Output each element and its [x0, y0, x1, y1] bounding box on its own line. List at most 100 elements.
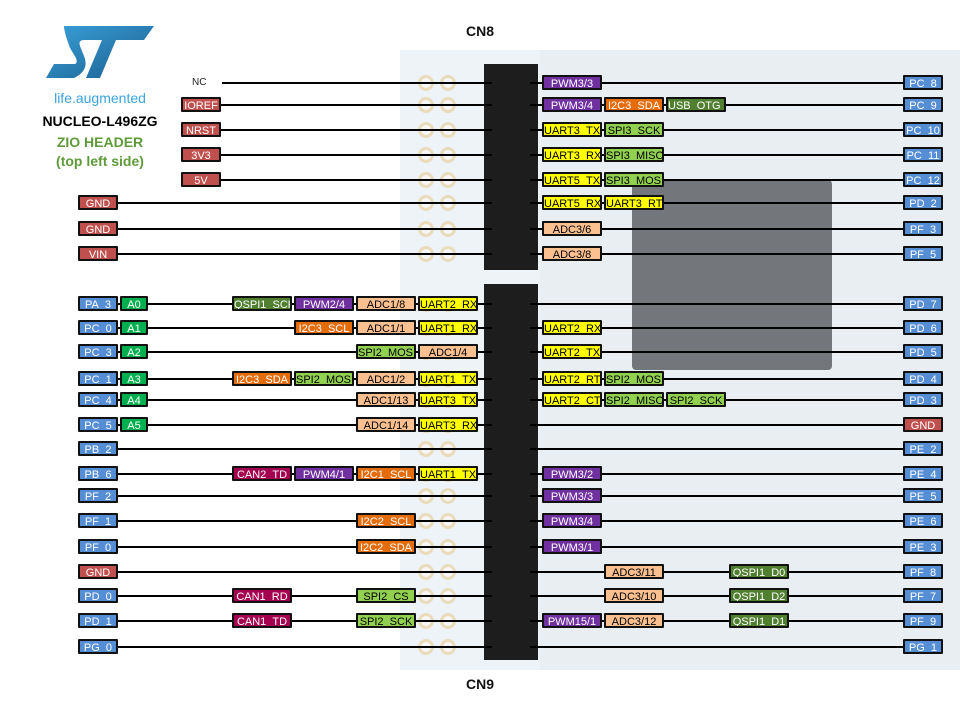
analog-a3: A3	[120, 371, 148, 386]
pin-line	[530, 82, 904, 84]
pin-line	[530, 646, 904, 648]
pin-pd_4: PD_4	[903, 371, 943, 386]
pin-line	[530, 495, 904, 497]
pin-pc_5: PC_5	[78, 417, 118, 432]
pin-label-nc: NC	[192, 77, 207, 88]
header-side: (top left side)	[56, 153, 144, 169]
pin-line	[530, 327, 904, 329]
pin-pd_2: PD_2	[903, 195, 943, 210]
pin-line	[118, 646, 492, 648]
function-pwm: PWM3/4	[542, 513, 602, 528]
pin-line	[530, 473, 904, 475]
function-adc: ADC1/13	[356, 392, 416, 407]
function-uart: UART3_TX	[542, 122, 602, 137]
analog-a2: A2	[120, 344, 148, 359]
function-uart: UART1_RX	[418, 320, 478, 335]
function-i2c: I2C3_SDA	[232, 371, 292, 386]
function-spi: SPI2_MISO	[604, 392, 664, 407]
pin-pc_8: PC_8	[903, 75, 943, 90]
pin-pc_12: PC_12	[903, 172, 943, 187]
pin-line	[118, 620, 492, 622]
pin-line	[118, 448, 492, 450]
pin-pc_0: PC_0	[78, 320, 118, 335]
pin-line	[530, 520, 904, 522]
pin-pf_7: PF_7	[903, 588, 943, 603]
function-pwm: PWM3/1	[542, 539, 602, 554]
pin-pf_2: PF_2	[78, 488, 118, 503]
function-adc: ADC1/8	[356, 296, 416, 311]
function-qspi: QSPI1_D0	[729, 564, 789, 579]
function-uart: UART5_RX	[542, 195, 602, 210]
analog-a0: A0	[120, 296, 148, 311]
st-logo	[46, 26, 154, 78]
function-i2c: I2C2_SCL	[356, 513, 416, 528]
function-pwm: PWM15/1	[542, 613, 602, 628]
function-pwm: PWM3/2	[542, 466, 602, 481]
pin-pb_2: PB_2	[78, 441, 118, 456]
function-qspi: QSPI1_SCK	[232, 296, 292, 311]
function-qspi: QSPI1_D2	[729, 588, 789, 603]
pin-pc_3: PC_3	[78, 344, 118, 359]
header-name: ZIO HEADER	[56, 134, 144, 150]
mcu-chip	[632, 180, 832, 370]
function-adc: ADC1/1	[356, 320, 416, 335]
function-pwm: PWM3/3	[542, 488, 602, 503]
function-usb: USB_OTG_FS_NOE	[666, 97, 726, 112]
pin-pe_6: PE_6	[903, 513, 943, 528]
pin-line	[118, 520, 492, 522]
pin-line	[221, 179, 492, 181]
function-adc: ADC3/6	[542, 221, 602, 236]
function-pwm: PWM3/3	[542, 75, 602, 90]
function-pwm: PWM2/4	[294, 296, 354, 311]
pin-pg_0: PG_0	[78, 639, 118, 654]
analog-a4: A4	[120, 392, 148, 407]
function-adc: ADC3/10	[604, 588, 664, 603]
pin-pe_2: PE_2	[903, 441, 943, 456]
function-adc: ADC1/4	[418, 344, 478, 359]
function-spi: SPI2_MOSI	[356, 344, 416, 359]
function-pwm: PWM3/4	[542, 97, 602, 112]
pin-pf_3: PF_3	[903, 221, 943, 236]
pin-line	[118, 228, 492, 230]
function-can: CAN1_RD	[232, 588, 292, 603]
pin-line	[530, 253, 904, 255]
pin-gnd: GND	[78, 564, 118, 579]
pin-pc_10: PC_10	[903, 122, 943, 137]
pin-line	[530, 620, 904, 622]
pin-line	[118, 202, 492, 204]
function-i2c: I2C3_SCL	[294, 320, 354, 335]
pin-line	[118, 399, 492, 401]
function-spi: SPI2_CS	[356, 588, 416, 603]
pin-pa_3: PA_3	[78, 296, 118, 311]
function-i2c: I2C1_SCL	[356, 466, 416, 481]
pin-pd_5: PD_5	[903, 344, 943, 359]
pin-line	[221, 129, 492, 131]
analog-a5: A5	[120, 417, 148, 432]
function-spi: SPI2_SCK	[666, 392, 726, 407]
function-uart: UART2_RX	[542, 320, 602, 335]
function-adc: ADC3/12	[604, 613, 664, 628]
function-pwm: PWM4/1	[294, 466, 354, 481]
function-spi: SPI3_SCK	[604, 122, 664, 137]
pin-pd_6: PD_6	[903, 320, 943, 335]
pin-pf_8: PF_8	[903, 564, 943, 579]
pin-line	[530, 546, 904, 548]
function-uart: UART2_TX	[542, 344, 602, 359]
function-uart: UART2_CTS	[542, 392, 602, 407]
pin-line	[530, 179, 904, 181]
pin-line	[530, 571, 904, 573]
analog-a1: A1	[120, 320, 148, 335]
power-pin-gnd: GND	[78, 221, 118, 236]
function-adc: ADC1/14	[356, 417, 416, 432]
pin-line	[530, 595, 904, 597]
pin-pc_1: PC_1	[78, 371, 118, 386]
cn8-connector	[484, 64, 538, 270]
pin-pd_1: PD_1	[78, 613, 118, 628]
function-uart: UART2_RTS	[542, 371, 602, 386]
pin-pc_9: PC_9	[903, 97, 943, 112]
pin-line	[118, 351, 492, 353]
pin-line	[530, 303, 904, 305]
function-adc: ADC1/2	[356, 371, 416, 386]
function-qspi: QSPI1_D1	[729, 613, 789, 628]
pin-line	[118, 571, 492, 573]
